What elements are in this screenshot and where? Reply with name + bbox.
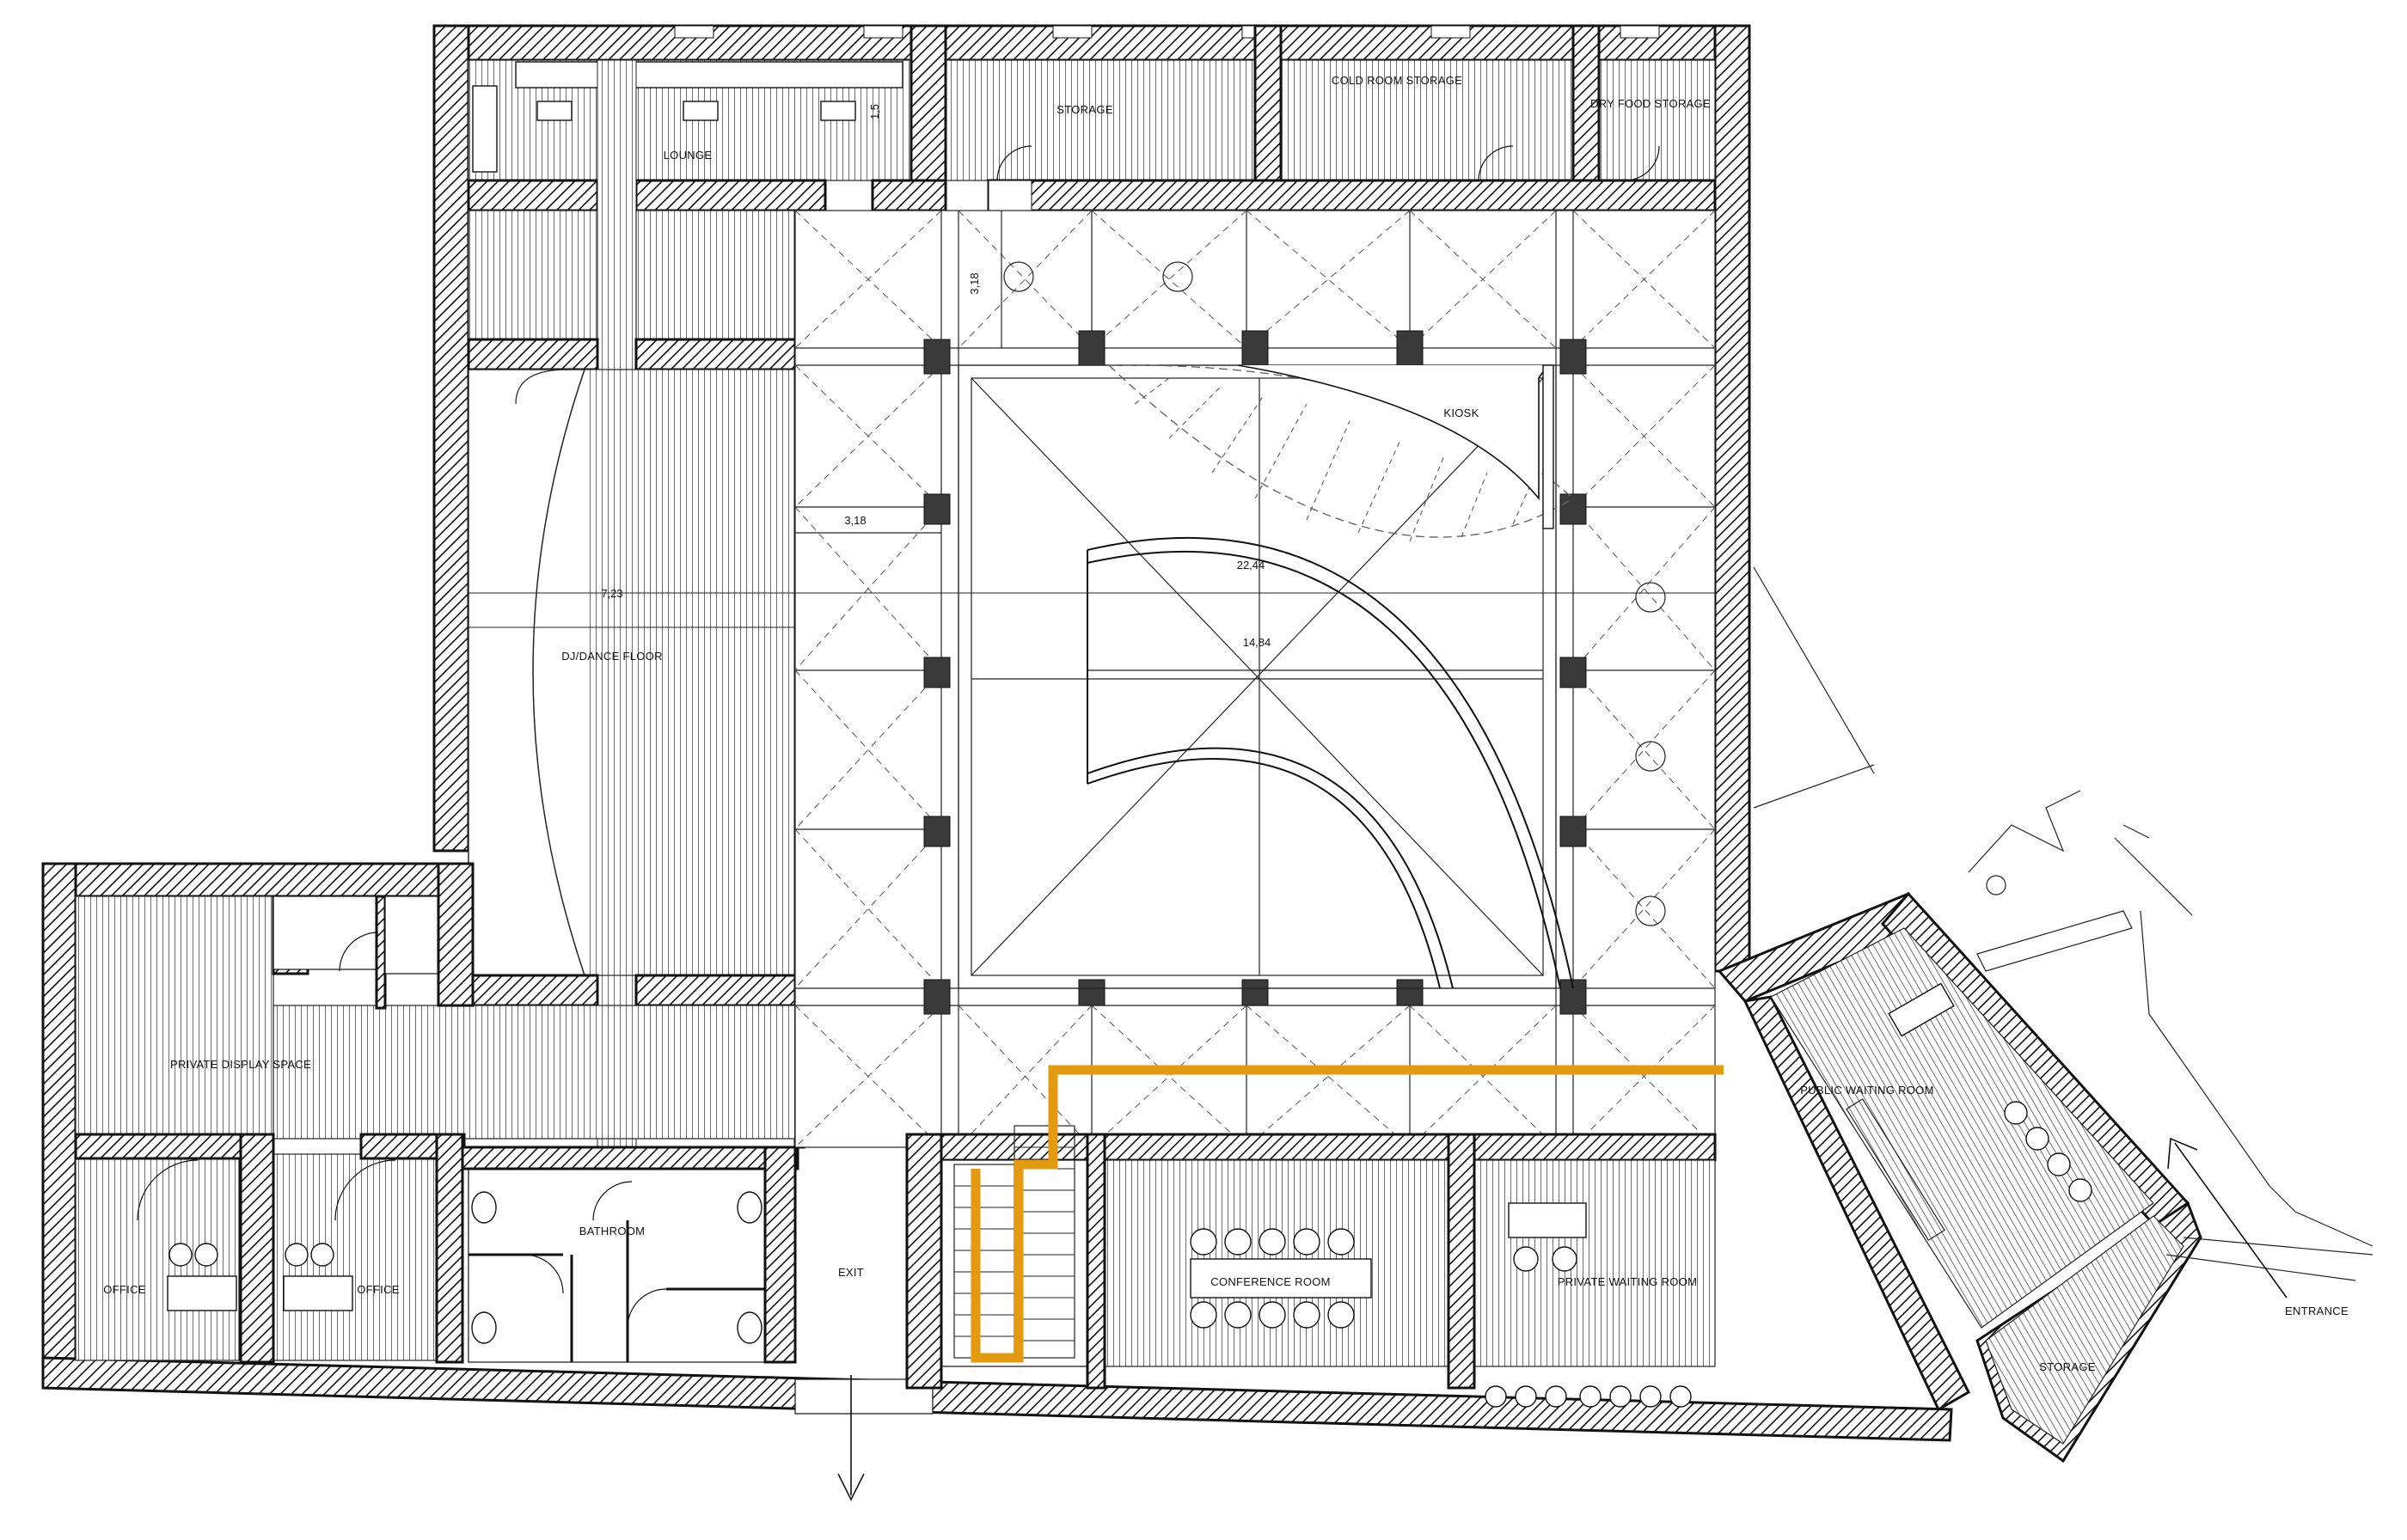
lower-left-wing (74, 862, 796, 1364)
label-office-right: OFFICE (357, 1283, 399, 1296)
lower-middle-rooms (905, 1125, 1717, 1408)
label-private-waiting: PRIVATE WAITING ROOM (1558, 1275, 1697, 1288)
left-rooms (467, 209, 805, 1149)
label-dry-food: DRY FOOD STORAGE (1590, 97, 1711, 110)
circulation-route (971, 1065, 1724, 1363)
label-public-waiting: PUBLIC WAITING ROOM (1800, 1084, 1933, 1097)
top-rooms (467, 24, 1717, 1170)
label-storage-right: STORAGE (2039, 1360, 2095, 1373)
label-cold-room: COLD ROOM STORAGE (1332, 74, 1462, 87)
label-dance-floor: DJ/DANCE FLOOR (561, 650, 663, 663)
label-storage-top: STORAGE (1057, 103, 1112, 116)
dim-ramp-outer: 22,44 (1237, 559, 1265, 571)
dim-ramp-inner: 14,84 (1243, 636, 1271, 649)
dim-bay-width: 3,18 (844, 514, 866, 527)
arrow-down-icon (837, 1375, 865, 1501)
central-ramp (1087, 364, 1574, 989)
label-bathroom: BATHROOM (579, 1225, 646, 1238)
label-office-left: OFFICE (103, 1283, 145, 1296)
label-display-space: PRIVATE DISPLAY SPACE (170, 1058, 311, 1071)
dim-bay-depth: 3,18 (968, 272, 981, 294)
label-conference: CONFERENCE ROOM (1210, 1275, 1331, 1288)
label-kiosk: KIOSK (1443, 406, 1479, 419)
atrium (794, 210, 1716, 1148)
label-entrance: ENTRANCE (2285, 1305, 2349, 1317)
arrow-up-icon (2167, 1137, 2288, 1299)
bathroom-block (461, 1146, 799, 1364)
right-wing (1753, 566, 2373, 1445)
dim-stair-step: 1,5 (868, 104, 881, 119)
label-exit: EXIT (838, 1266, 864, 1279)
label-lounge: LOUNGE (664, 149, 713, 162)
